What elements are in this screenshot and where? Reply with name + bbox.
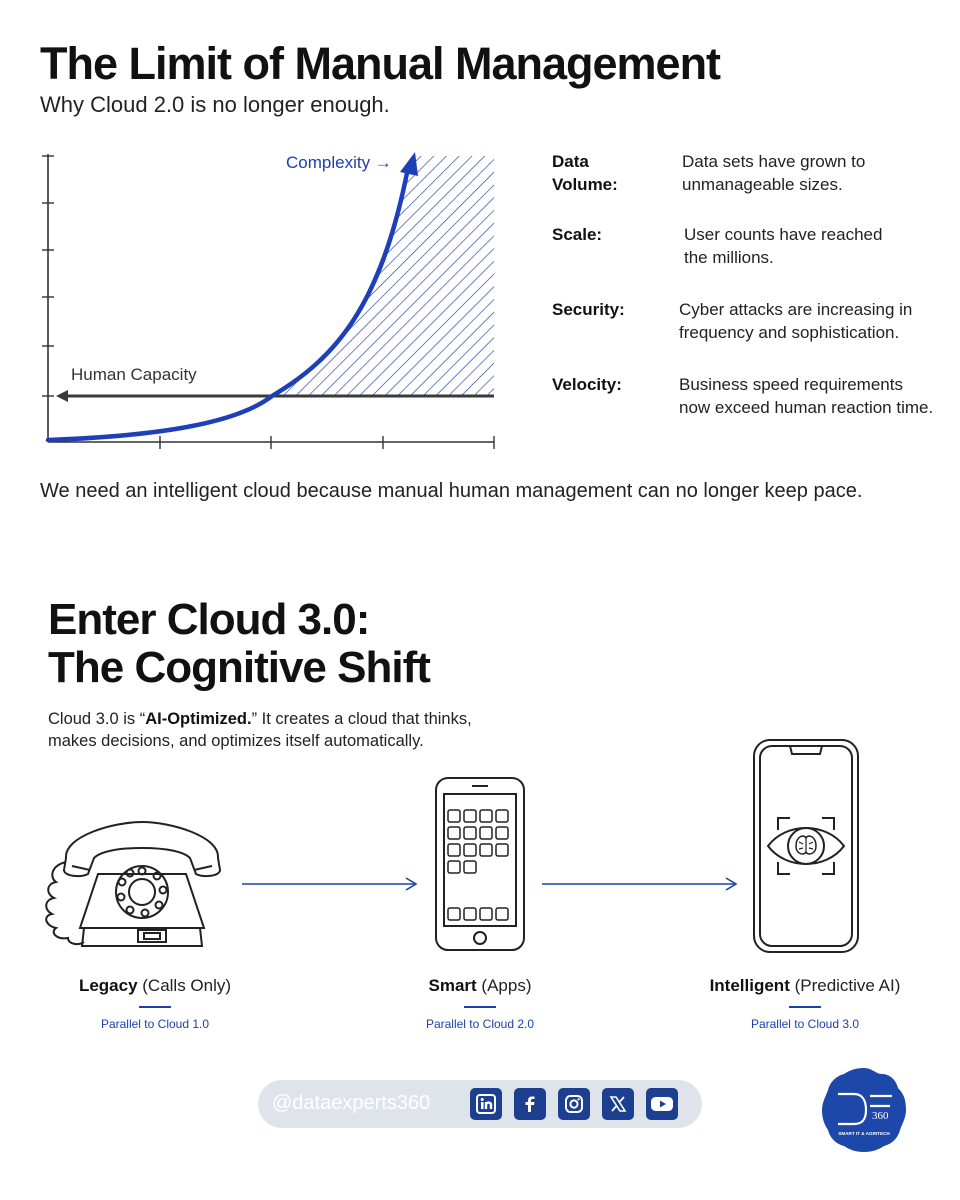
stage-detail: (Apps) xyxy=(476,976,532,995)
social-handle[interactable]: @dataexperts360 xyxy=(272,1092,431,1114)
fact-label: Security: xyxy=(552,300,625,319)
x-ticks xyxy=(159,436,495,449)
fact-text: User counts have reached the millions. xyxy=(684,223,882,269)
stage-detail: (Predictive AI) xyxy=(789,976,901,995)
complexity-curve xyxy=(45,165,411,443)
caption-divider xyxy=(789,1006,821,1008)
stage-detail: (Calls Only) xyxy=(137,976,232,995)
fact-text-line: Business speed requirements xyxy=(679,375,903,394)
stage-sub-legacy: Parallel to Cloud 1.0 xyxy=(100,1017,210,1031)
complexity-label: Complexity → xyxy=(286,153,392,172)
facebook-icon[interactable] xyxy=(514,1088,546,1120)
instagram-icon[interactable] xyxy=(558,1088,590,1120)
intro-line2: makes decisions, and optimizes itself au… xyxy=(48,732,424,750)
stage-name: Intelligent xyxy=(709,976,790,995)
conclusion-text: We need an intelligent cloud because man… xyxy=(40,480,863,502)
human-capacity-arrowhead xyxy=(56,390,68,402)
fact-text-line: User counts have reached xyxy=(684,225,883,244)
fact-text-line: unmanageable sizes. xyxy=(682,175,843,194)
caption-divider xyxy=(139,1006,171,1008)
section-subtitle: Why Cloud 2.0 is no longer enough. xyxy=(40,92,390,117)
stage-name: Legacy xyxy=(78,976,138,995)
caption-divider xyxy=(464,1006,496,1008)
complexity-arrowhead xyxy=(400,152,418,176)
intro-bold: AI-Optimized. xyxy=(145,710,252,728)
fact-text: Business speed requirements now exceed h… xyxy=(679,373,933,419)
fact-text-line: Cyber attacks are increasing in xyxy=(679,300,913,319)
stage-sub-smart: Parallel to Cloud 2.0 xyxy=(425,1017,535,1031)
section2-title-line2: The Cognitive Shift xyxy=(48,643,431,692)
x-icon[interactable] xyxy=(602,1088,634,1120)
intro-text: Cloud 3.0 is “ xyxy=(48,710,146,728)
section2-title: Enter Cloud 3.0: The Cognitive Shift xyxy=(48,595,431,692)
section2-intro: Cloud 3.0 is “AI-Optimized.” It creates … xyxy=(48,708,508,752)
arrow-smart-to-intelligent xyxy=(542,877,738,891)
fact-text-line: now exceed human reaction time. xyxy=(679,398,934,417)
section-title: The Limit of Manual Management xyxy=(40,38,721,89)
fact-text-line: the millions. xyxy=(684,248,774,267)
youtube-icon[interactable] xyxy=(646,1088,678,1120)
complexity-chart: Complexity → Human Capacity xyxy=(42,152,495,449)
stage-caption-intelligent: Intelligent (Predictive AI) xyxy=(675,976,935,996)
y-ticks xyxy=(42,155,54,397)
brand-logo: 360 SMART IT & AGRITECH xyxy=(822,1068,906,1152)
fact-text-line: Data sets have grown to xyxy=(682,152,866,171)
section2-title-line1: Enter Cloud 3.0: xyxy=(48,595,370,644)
fact-text: Data sets have grown to unmanageable siz… xyxy=(682,150,865,196)
human-capacity-label: Human Capacity xyxy=(71,365,197,384)
excess-complexity-area xyxy=(272,156,494,396)
fact-label: Scale: xyxy=(552,225,603,244)
smartphone-icon xyxy=(435,777,525,951)
rotary-phone-icon xyxy=(45,820,222,947)
logo-tagline: SMART IT & AGRITECH xyxy=(838,1131,890,1136)
intro-text: ” It creates a cloud that thinks, xyxy=(251,710,472,728)
intelligent-phone-icon xyxy=(753,739,859,953)
stage-caption-smart: Smart (Apps) xyxy=(350,976,610,996)
linkedin-icon[interactable] xyxy=(470,1088,502,1120)
app-grid-icon xyxy=(447,809,509,921)
ai-eye-icon xyxy=(766,817,846,875)
intro-line1: Cloud 3.0 is “AI-Optimized.” It creates … xyxy=(48,708,508,730)
fact-text: Cyber attacks are increasing in frequenc… xyxy=(679,298,912,344)
stage-caption-legacy: Legacy (Calls Only) xyxy=(25,976,285,996)
fact-label: Data Volume: xyxy=(552,152,618,194)
arrow-legacy-to-smart xyxy=(242,877,418,891)
fact-label: Velocity: xyxy=(552,375,622,394)
fact-text-line: frequency and sophistication. xyxy=(679,323,900,342)
stage-name: Smart xyxy=(428,976,477,995)
stage-sub-intelligent: Parallel to Cloud 3.0 xyxy=(750,1017,860,1031)
logo-number: 360 xyxy=(872,1110,889,1122)
